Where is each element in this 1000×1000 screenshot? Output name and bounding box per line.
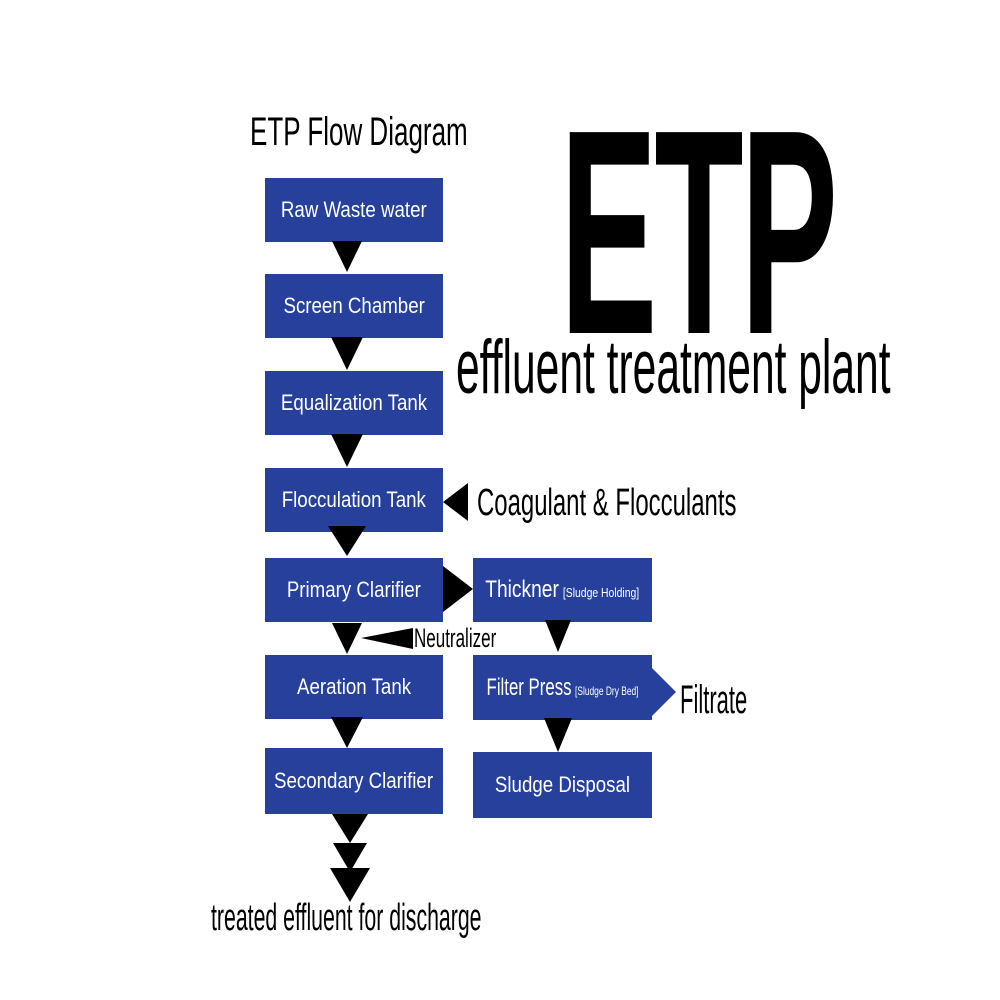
down-arrow-icon [333,843,367,872]
etp-subtitle: effluent treatment plant [456,325,891,410]
down-arrow-icon [330,868,370,902]
flow-box-raw-waste-water: Raw Waste water [265,178,443,242]
down-arrow-icon [331,717,363,748]
flow-box-flocculation-tank: Flocculation Tank [265,468,443,532]
down-arrow-icon [331,337,363,370]
etp-acronym: ETP [560,69,838,395]
flow-box-label: Secondary Clarifier [274,768,434,793]
down-arrow-icon [544,718,572,752]
flow-box-note: [Sludge Holding] [563,585,640,600]
flow-box-label-group: Thickner [Sludge Holding] [486,576,640,604]
down-arrow-icon [332,814,368,843]
flow-box-label-group: Filter Press [Sludge Dry Bed] [487,674,639,702]
flow-box-label: Screen Chamber [283,293,425,318]
neutralizer-label: Neutralizer [414,623,497,653]
flow-box-label: Primary Clarifier [286,577,422,602]
left-arrow-icon [443,483,468,521]
left-wedge-arrow-icon [361,628,413,649]
flow-box-primary-clarifier: Primary Clarifier [265,558,443,622]
coagulant-label: Coagulant & Flocculants [477,482,737,524]
flow-box-label: Flocculation Tank [281,487,427,512]
flow-box-filter-press: Filter Press [Sludge Dry Bed] [473,655,652,720]
down-arrow-icon [332,623,362,654]
flow-box-label: Equalization Tank [280,390,428,415]
flow-box-thickner: Thickner [Sludge Holding] [473,558,652,622]
down-arrow-icon [332,241,362,272]
flow-box-aeration-tank: Aeration Tank [265,655,443,719]
flow-box-sludge-disposal: Sludge Disposal [473,752,652,818]
down-arrow-icon [545,620,571,652]
filtrate-label: Filtrate [680,678,748,722]
flow-box-screen-chamber: Screen Chamber [265,274,443,338]
flow-box-label: Thickner [485,576,560,603]
filtrate-chevron-icon [652,668,676,716]
flow-box-label: Filter Press [486,673,572,701]
diagram-title: ETP Flow Diagram [250,110,468,154]
down-arrow-icon [331,434,363,467]
right-arrow-icon [443,566,473,612]
flow-box-equalization-tank: Equalization Tank [265,371,443,435]
flow-box-note: [Sludge Dry Bed] [574,683,639,698]
flow-box-label: Aeration Tank [296,674,412,699]
treated-effluent-label: treated effluent for discharge [211,897,482,939]
flow-box-label: Raw Waste water [281,197,427,222]
down-arrow-icon [328,526,366,556]
flow-box-label: Sludge Disposal [494,772,631,797]
flow-box-secondary-clarifier: Secondary Clarifier [265,748,443,814]
